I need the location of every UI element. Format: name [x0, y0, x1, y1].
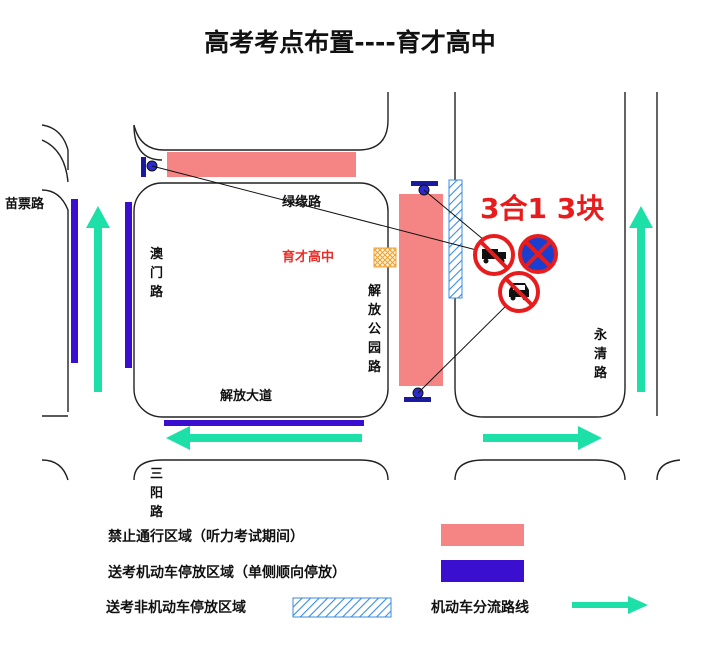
svg-text:放: 放: [367, 302, 382, 318]
road-label-lvyuan: 绿缘路: [282, 194, 322, 210]
road-label-yongqing: 永 清 路: [593, 327, 608, 381]
legend-swatch-no-traffic: [441, 524, 524, 546]
legend-label-diversion: 机动车分流路线: [431, 599, 529, 616]
road-label-jiefang-avenue: 解放大道: [219, 388, 272, 404]
svg-text:路: 路: [150, 284, 164, 300]
road-label-sanyang: 三 阳 路: [150, 467, 164, 520]
motor-parking-left-2: [125, 202, 132, 368]
svg-text:三: 三: [150, 467, 163, 482]
svg-text:解: 解: [367, 283, 381, 299]
diversion-arrow-bottom-right: [483, 426, 602, 450]
svg-text:园: 园: [368, 341, 381, 356]
svg-text:清: 清: [594, 346, 607, 362]
svg-text:门: 门: [150, 265, 163, 281]
school-label: 育才高中: [282, 249, 334, 265]
diversion-arrow-bottom-left: [166, 426, 362, 450]
legend-label-motor-parking: 送考机动车停放区域（单侧顺向停放）: [107, 564, 346, 581]
road-label-miaopiao: 苗票路: [5, 196, 45, 212]
road-label-jiefang-park: 解 放 公 园 路: [367, 283, 382, 375]
legend-swatch-motor-parking: [441, 560, 524, 582]
barrier-icon-top-right: [411, 181, 438, 196]
legend-swatch-diversion: [572, 596, 648, 614]
no-stopping-sign-icon: [518, 234, 558, 274]
svg-text:阳: 阳: [150, 486, 163, 501]
nonmotor-parking-zone: [448, 179, 463, 299]
no-car-sign-icon: [498, 271, 540, 313]
diversion-arrow-left-up: [86, 206, 110, 392]
no-traffic-zone-right: [399, 194, 443, 386]
sign-note: 3合1 3块: [480, 192, 604, 225]
no-truck-sign-icon: [473, 234, 515, 276]
sign-leader-lines: [151, 165, 513, 394]
svg-text:永: 永: [593, 327, 608, 343]
legend: 禁止通行区域（听力考试期间） 送考机动车停放区域（单侧顺向停放） 送考非机动车停…: [105, 524, 648, 618]
svg-text:路: 路: [150, 504, 164, 520]
road-label-aomen: 澳 门 路: [150, 246, 164, 300]
legend-label-no-traffic: 禁止通行区域（听力考试期间）: [108, 528, 304, 545]
school-gate-marker: [373, 247, 397, 268]
legend-swatch-nonmotor-parking: [292, 597, 392, 618]
diversion-arrow-right-up: [629, 206, 653, 392]
map-title: 高考考点布置----育才高中: [204, 28, 496, 57]
motor-parking-bottom: [164, 420, 364, 426]
svg-text:公: 公: [368, 322, 381, 337]
svg-text:澳: 澳: [150, 246, 164, 262]
no-traffic-zone-top: [167, 152, 356, 177]
svg-text:路: 路: [368, 359, 382, 375]
motor-parking-left-1: [71, 199, 78, 363]
road-outlines: [41, 92, 681, 481]
barrier-icon-bottom-right: [404, 387, 431, 402]
svg-text:路: 路: [594, 365, 608, 381]
legend-label-nonmotor-parking: 送考非机动车停放区域: [105, 599, 246, 616]
